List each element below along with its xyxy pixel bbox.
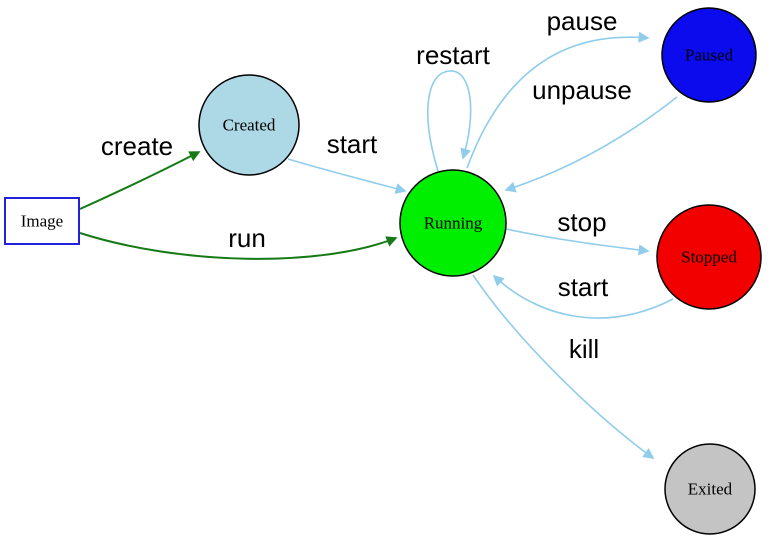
edge-label-create: create bbox=[101, 131, 173, 161]
edge-label-stop: stop bbox=[557, 207, 606, 237]
node-label-stopped: Stopped bbox=[681, 248, 737, 267]
node-created bbox=[198, 74, 300, 176]
edge-label-start-created-running: start bbox=[327, 129, 378, 159]
edge-label-pause: pause bbox=[547, 6, 618, 36]
edge-kill bbox=[472, 274, 655, 459]
edge-label-start-stopped-running: start bbox=[558, 272, 609, 302]
edge-label-restart: restart bbox=[416, 40, 490, 70]
edge-start-stopped-running bbox=[492, 274, 674, 319]
node-label-running: Running bbox=[424, 214, 483, 233]
node-label-exited: Exited bbox=[688, 480, 733, 499]
edge-restart bbox=[427, 70, 472, 172]
edge-label-kill: kill bbox=[569, 334, 599, 364]
node-label-image: Image bbox=[21, 212, 63, 231]
node-exited bbox=[664, 443, 756, 535]
node-label-paused: Paused bbox=[685, 46, 734, 65]
node-label-created: Created bbox=[223, 116, 276, 135]
edge-pause bbox=[466, 31, 650, 169]
node-stopped bbox=[656, 204, 762, 310]
edge-stop bbox=[505, 228, 650, 256]
edge-unpause bbox=[504, 96, 678, 193]
edge-start-created-running bbox=[287, 158, 407, 194]
node-image bbox=[4, 197, 80, 245]
edge-run bbox=[79, 232, 398, 260]
edges-layer bbox=[79, 31, 678, 459]
node-running bbox=[399, 169, 507, 277]
edge-label-unpause: unpause bbox=[532, 75, 632, 105]
node-paused bbox=[661, 7, 757, 103]
edge-label-run: run bbox=[228, 223, 266, 253]
edge-create bbox=[79, 151, 201, 210]
edge-labels-layer: create run start restart pause unpause stop sta… bbox=[101, 6, 632, 364]
